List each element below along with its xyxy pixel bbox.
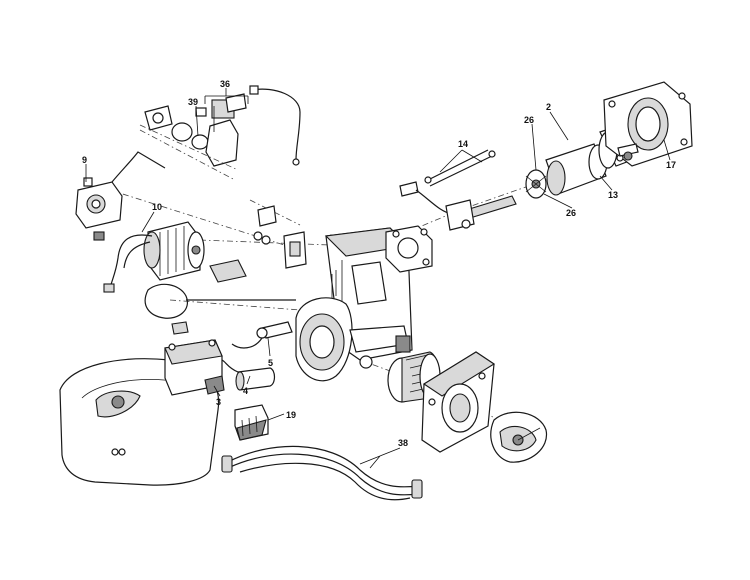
callout-26-upper: 26 [524,115,534,125]
wiring-harness [144,283,296,335]
air-intake-housing [421,351,496,453]
callout-3: 3 [216,397,221,407]
callout-36: 36 [220,79,230,89]
callout-38: 38 [398,438,408,448]
photocell [231,321,293,349]
solenoid-valve [139,85,301,171]
motor [103,221,205,293]
electrodes [399,149,517,231]
callout-17: 17 [666,160,676,170]
callout-14: 14 [458,139,468,149]
capacitor [221,359,276,391]
callout-13: 13 [608,190,618,200]
air-damper [385,225,433,273]
mounting-flange [603,81,693,167]
callout-2: 2 [546,102,551,112]
callout-26-lower: 26 [566,208,576,218]
inlet-shutter [490,411,548,463]
ignition-leads [221,445,423,501]
callout-4: 4 [243,386,248,396]
callout-10: 10 [152,202,162,212]
callout-9: 9 [82,155,87,165]
ignition-transformer [164,339,225,396]
callout-5: 5 [268,358,273,368]
callout-labels: 36 39 9 10 14 26 2 26 13 17 5 4 3 19 38 [82,79,676,448]
terminal-parts [209,205,307,283]
callout-39: 39 [188,97,198,107]
callout-19: 19 [286,410,296,420]
oil-pump [75,151,166,241]
relay-base [234,404,269,441]
leader-lines [85,88,671,469]
flame-stabilizer [525,169,547,199]
